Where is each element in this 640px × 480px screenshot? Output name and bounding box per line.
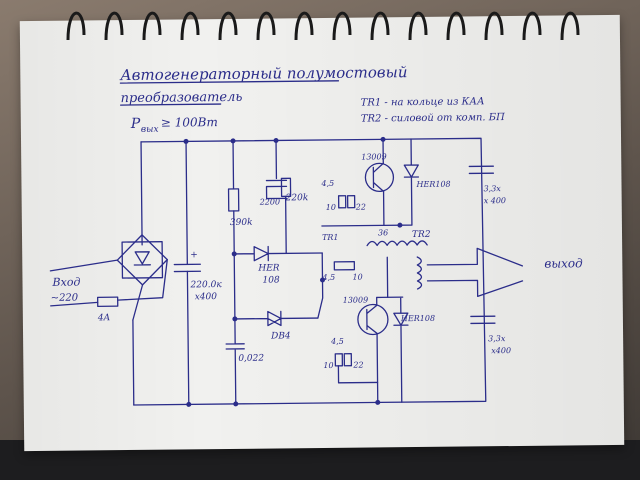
tr2-label: TR2	[412, 230, 431, 240]
cap-top-label: 3,3х	[483, 184, 501, 193]
transistor-top	[364, 162, 395, 193]
q-top: 13009	[361, 152, 387, 161]
power-rails	[133, 137, 487, 406]
input-value: ~220	[51, 293, 79, 304]
diac-db4	[234, 310, 319, 327]
cap-main-v: x400	[195, 292, 218, 302]
r-22-bot: 22	[352, 361, 363, 370]
power-sub: вых	[141, 125, 159, 135]
d-her108-b: 108	[262, 275, 280, 285]
output-label: выход	[544, 256, 583, 270]
r-4-5-bot: 4,5	[330, 337, 344, 346]
q-bot: 13009	[343, 296, 369, 305]
d-her108: HER	[257, 263, 280, 273]
r-4-5-top: 4,5	[320, 179, 334, 188]
r-4-5-mid: 4,5	[321, 273, 335, 282]
schematic-drawing: Автогенераторный полумостовый преобразов…	[49, 63, 583, 407]
tr1-label: TR1	[322, 233, 339, 242]
cap-bot-label: 3,3х	[488, 334, 506, 343]
svg-text:+: +	[190, 250, 198, 260]
input-wire-1	[49, 259, 118, 272]
d-db4: DB4	[270, 331, 291, 341]
output-wires	[386, 247, 524, 298]
input-wire-2	[50, 258, 168, 307]
power-value: ≥ 100Вт	[161, 115, 218, 130]
title-line2: преобразователь	[121, 90, 243, 106]
cap-top-v: х 400	[484, 196, 506, 205]
fuse	[97, 296, 119, 308]
r-10-mid: 10	[352, 273, 362, 282]
fuse-label: 4A	[97, 313, 111, 323]
r-22-top: 22	[355, 203, 366, 212]
cap-main: 220.0к	[189, 280, 222, 290]
resistor-390k	[227, 188, 240, 212]
title-line1: Автогенераторный полумостовый	[119, 63, 407, 84]
input-label: Вход	[51, 276, 80, 289]
c-2200: 2200	[259, 197, 280, 206]
r-10-bot: 10	[323, 361, 333, 370]
note-tr2: TR2 - силовой от комп. БП	[361, 112, 505, 125]
tr2-winding	[366, 240, 428, 247]
notebook-page: Автогенераторный полумостовый преобразов…	[19, 14, 625, 452]
her-bot: HER108	[400, 314, 435, 323]
cap-bot-v: х400	[491, 346, 511, 355]
cap-0022	[225, 318, 245, 405]
power-label: P	[130, 116, 141, 132]
c-0022: 0,022	[238, 354, 264, 364]
r-10-top: 10	[326, 203, 336, 212]
spiral-binding	[66, 11, 580, 41]
cap-2200	[265, 139, 288, 200]
w36: 36	[378, 228, 388, 237]
transistor-bottom	[357, 303, 389, 336]
r-220k: 220k	[285, 193, 309, 203]
her-top: HER108	[415, 180, 450, 189]
diode-her108	[233, 245, 323, 262]
r-390k: 390k	[230, 218, 253, 228]
note-tr1: TR1 - на кольце из КАА	[361, 96, 485, 108]
